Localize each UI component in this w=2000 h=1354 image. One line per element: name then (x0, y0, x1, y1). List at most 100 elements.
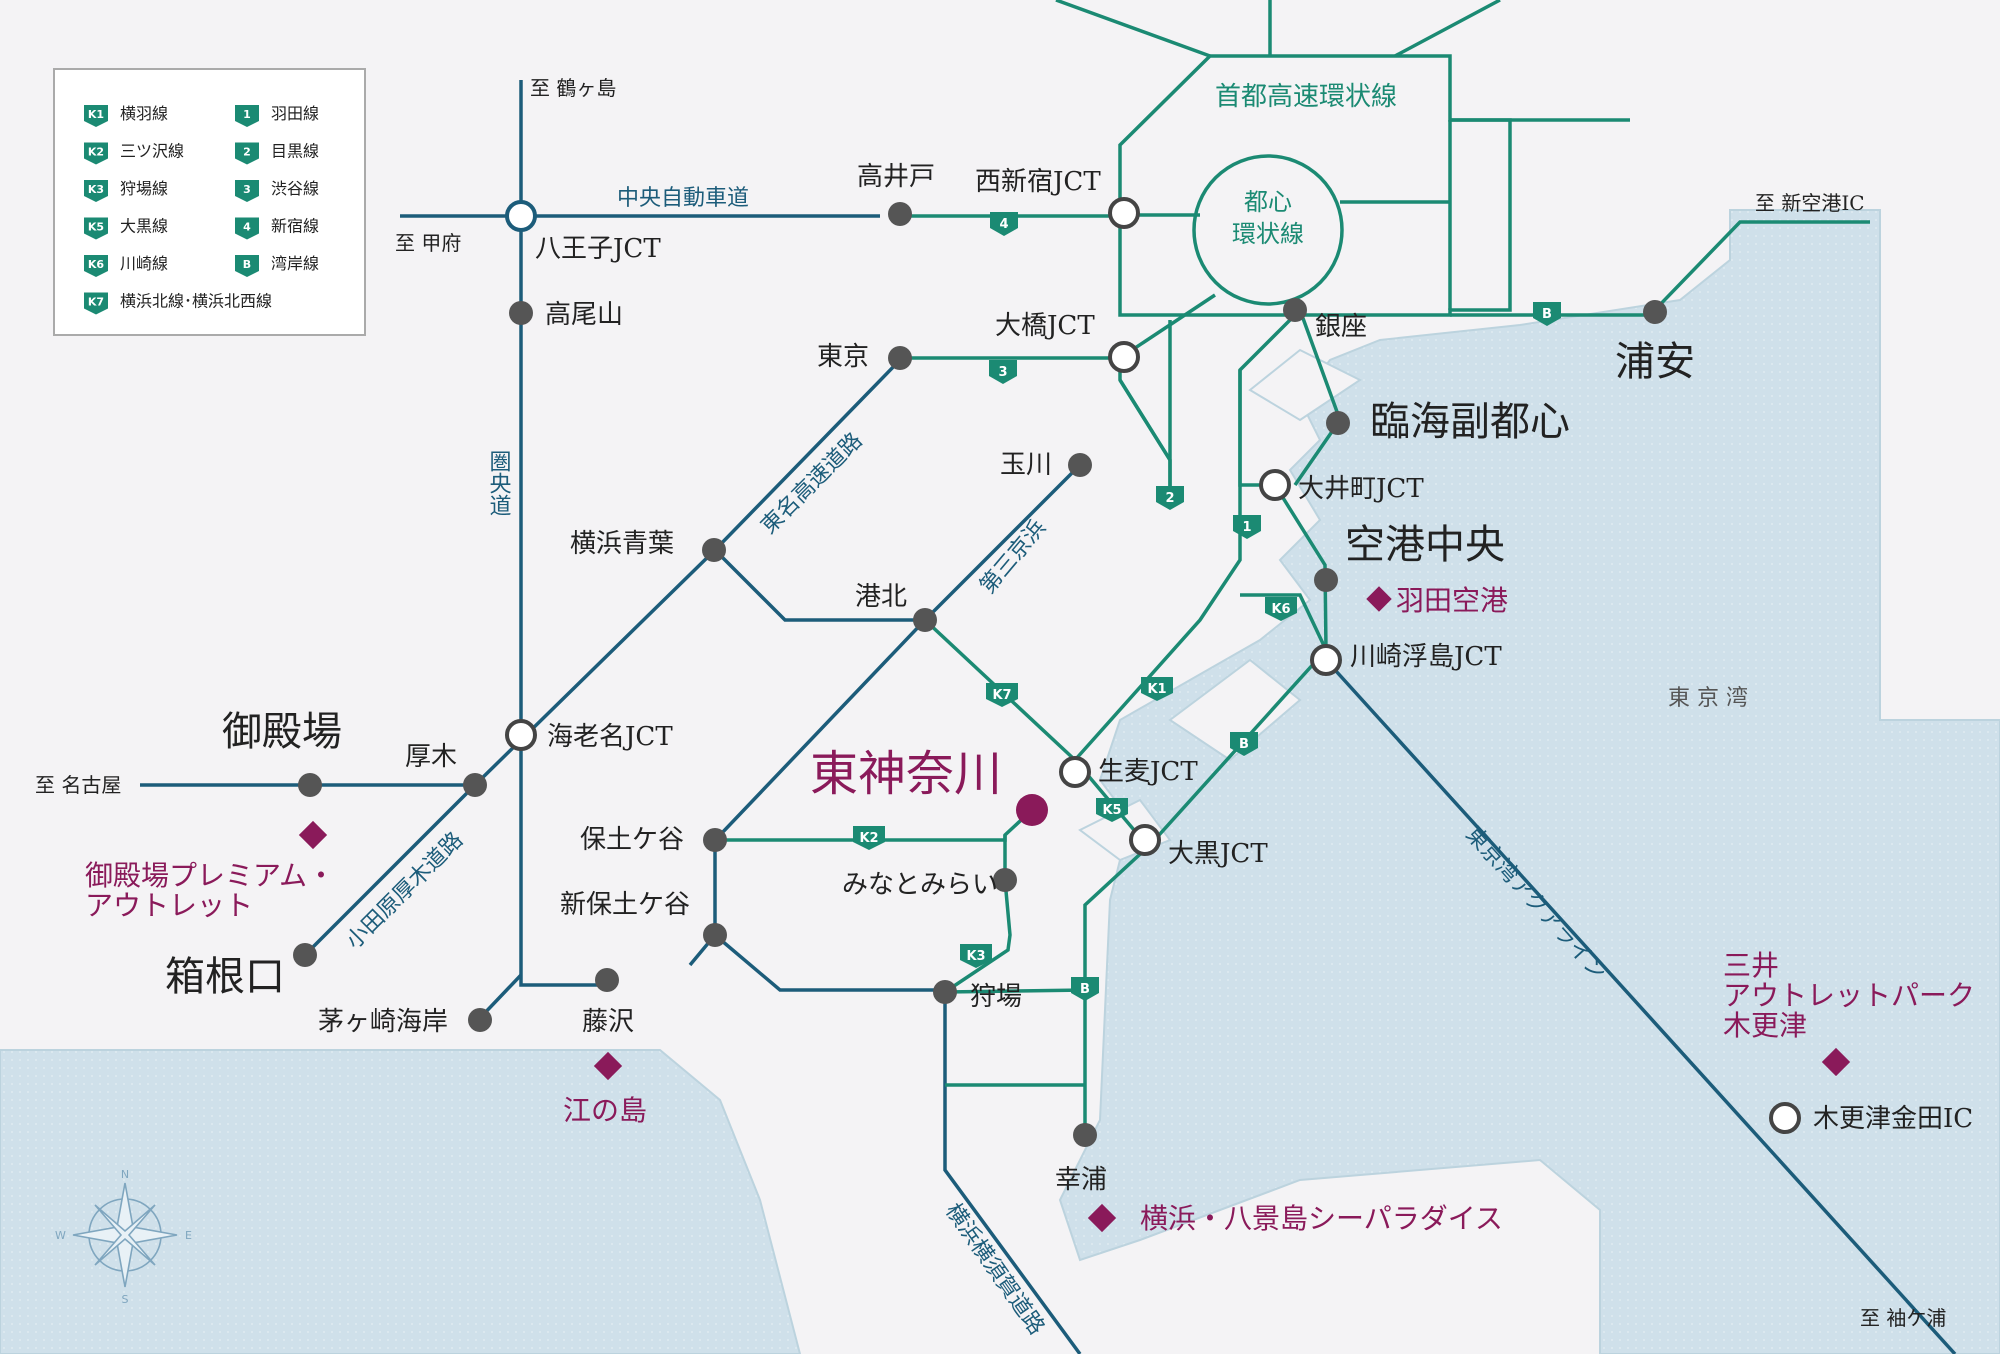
legend-item: B 湾岸線 (235, 254, 319, 277)
svg-text:2: 2 (1165, 491, 1174, 506)
road-tomei (473, 358, 902, 787)
pt-atsugi (463, 773, 487, 797)
route-toshin-kanjo (1192, 154, 1344, 306)
svg-text:K2: K2 (859, 831, 878, 846)
spot-labels: 東神奈川 羽田空港 御殿場プレミアム・ アウトレット 江の島 横浜・八景島シーパ… (85, 584, 1975, 1235)
label-hakoneguchi: 箱根口 (165, 954, 285, 1000)
label-kawasaki-ukishima: 川崎浮島JCT (1350, 642, 1502, 672)
label-shin-hodogaya: 新保土ケ谷 (560, 890, 690, 920)
pt-tokyo (888, 346, 912, 370)
legend-label: 川崎線 (120, 254, 168, 273)
svg-text:K6: K6 (1271, 602, 1290, 617)
label-enoshima: 江の島 (563, 1094, 647, 1127)
pt-kariba (933, 980, 957, 1004)
label-oimachi: 大井町JCT (1298, 474, 1424, 504)
legend-item: 3 渋谷線 (235, 179, 319, 202)
legend-badge: 2 (243, 146, 251, 159)
dir-sodegaura: 至 袖ケ浦 (1860, 1306, 1946, 1330)
svg-text:K5: K5 (1102, 803, 1121, 818)
legend-badge: 3 (243, 183, 251, 196)
pt-hodogaya (703, 828, 727, 852)
label-higashi-kanagawa: 東神奈川 (810, 746, 1002, 802)
label-takaido: 高井戸 (857, 162, 935, 192)
junctions (505, 197, 1801, 1134)
label-kuko-chuo: 空港中央 (1345, 522, 1505, 568)
legend-label: 湾岸線 (271, 254, 319, 273)
route-k3 (944, 835, 1012, 994)
label-haneda: 羽田空港 (1396, 584, 1508, 617)
jct-ebina (505, 719, 537, 751)
badge-k3: K3 (960, 944, 992, 968)
svg-text:N: N (121, 1168, 129, 1181)
label-namamugi: 生麦JCT (1098, 757, 1198, 787)
pt-urayasu (1643, 300, 1667, 324)
pt-ginza (1283, 298, 1307, 322)
pt-minatomirai (993, 868, 1017, 892)
svg-text:B: B (1239, 737, 1249, 752)
label-mitsui-2: アウトレットパーク (1723, 979, 1975, 1012)
badge-3: 3 (989, 360, 1017, 384)
place-labels: 八王子JCT 高尾山 高井戸 西新宿JCT 大橋JCT 東京 銀座 浦安 臨海副… (165, 162, 1973, 1195)
route-badges: 4 3 2 1 B K6 K1 B K7 K5 K2 K3 B (853, 212, 1561, 1001)
legend-label: 横羽線 (120, 104, 168, 123)
svg-text:K7: K7 (992, 688, 1011, 703)
label-shuto-kanjo: 首都高速環状線 (1215, 82, 1397, 112)
label-chigasaki: 茅ヶ崎海岸 (318, 1007, 448, 1037)
legend-label: 羽田線 (271, 104, 319, 123)
badge-b-1: B (1533, 302, 1561, 326)
badge-k6: K6 (1265, 597, 1297, 621)
pt-shin-hodogaya (703, 923, 727, 947)
label-mitsui-1: 三井 (1723, 949, 1779, 982)
svg-text:W: W (55, 1229, 66, 1242)
points (293, 202, 1667, 1147)
pt-hakoneguchi (293, 943, 317, 967)
label-daikoku: 大黒JCT (1168, 839, 1268, 869)
pt-yokohama-aoba (702, 538, 726, 562)
pt-kuko-chuo (1314, 568, 1338, 592)
legend-badge: K1 (88, 108, 104, 121)
label-hachioji-jct: 八王子JCT (535, 234, 661, 264)
pt-higashi-kanagawa (1016, 794, 1048, 826)
label-kisarazu-ic: 木更津金田IC (1813, 1104, 1973, 1134)
svg-text:K1: K1 (1147, 682, 1166, 697)
label-tamagawa: 玉川 (1000, 450, 1052, 480)
dir-nagoya: 至 名古屋 (35, 773, 121, 797)
road-daisan (713, 463, 1082, 622)
pt-sachiura (1073, 1123, 1097, 1147)
label-gotemba: 御殿場 (222, 709, 342, 755)
svg-text:B: B (1542, 307, 1552, 322)
pt-tamagawa (1068, 453, 1092, 477)
label-kenodo: 圏央道 (486, 450, 512, 516)
label-atsugi: 厚木 (405, 742, 457, 772)
dir-shinkuko: 至 新空港IC (1755, 191, 1865, 215)
legend-label: 狩場線 (120, 179, 168, 198)
legend-label: 渋谷線 (271, 179, 319, 198)
svg-text:3: 3 (998, 365, 1007, 380)
label-yokohama-aoba: 横浜青葉 (570, 529, 674, 559)
badge-k7: K7 (986, 683, 1018, 707)
legend-label: 三ツ沢線 (120, 142, 184, 161)
compass-icon: N S E W (55, 1168, 192, 1306)
badge-k1: K1 (1141, 677, 1173, 701)
label-kariba: 狩場 (970, 982, 1022, 1012)
badge-k5: K5 (1096, 798, 1128, 822)
islands (1078, 348, 1362, 862)
legend-badge: B (243, 258, 251, 271)
pt-rinkai (1326, 411, 1350, 435)
jct-namamugi (1059, 756, 1091, 788)
route-haneda (1073, 308, 1302, 762)
dir-tsurugashima: 至 鶴ヶ島 (530, 76, 616, 100)
shuto-routes (715, 0, 1870, 1140)
label-minatomirai: みなとみらい (842, 870, 998, 900)
legend-badge: K3 (88, 183, 104, 196)
